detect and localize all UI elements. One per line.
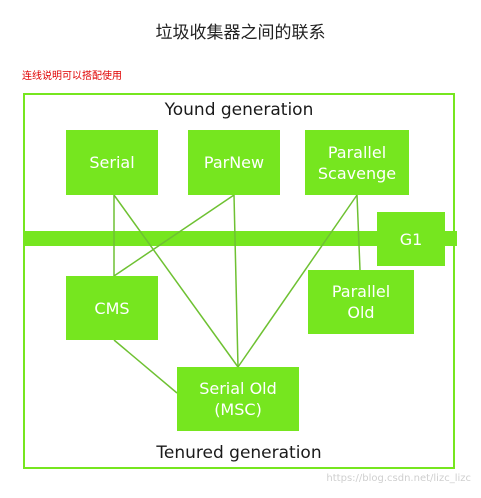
diagram-title: 垃圾收集器之间的联系 [155,23,326,43]
tenured-generation-label: Tenured generation [156,443,322,463]
link-serial-serialold [113,194,239,368]
link-parnew-cms [113,194,235,277]
watermark: https://blog.csdn.net/lizc_lizc [326,473,471,484]
link-cms-serialold [113,339,178,394]
serial-old-box: Serial Old (MSC) [177,367,299,431]
young-generation-label: Yound generation [164,100,314,120]
serial-box: Serial [66,130,158,195]
connection-note: 连线说明可以搭配使用 [22,71,122,82]
link-parnew-serialold [233,194,239,368]
parallel-scavenge-box: Parallel Scavenge [305,130,409,195]
generation-divider-bar [23,231,457,246]
g1-box: G1 [377,212,445,266]
link-scavenge-serialold [237,194,358,368]
cms-box: CMS [66,276,158,340]
link-scavenge-parallelold [356,194,361,271]
parnew-box: ParNew [188,130,280,195]
heap-frame [23,93,455,469]
parallel-old-box: Parallel Old [308,270,414,334]
